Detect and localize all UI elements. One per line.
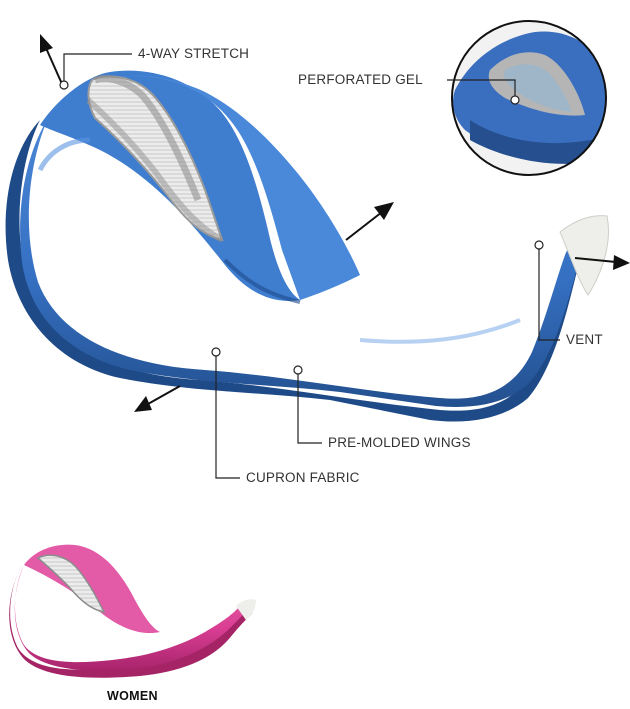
label-perforated-gel: PERFORATED GEL (298, 72, 423, 87)
callout-dot-icon (212, 348, 220, 356)
arrow-icon (346, 202, 394, 240)
chamois-pad-women (9, 545, 256, 678)
magnifier-circle-icon (451, 20, 618, 176)
callout-dot-icon (294, 366, 302, 374)
callout-dot-icon (535, 241, 543, 249)
arrow-icon (134, 386, 180, 412)
label-4-way-stretch: 4-WAY STRETCH (138, 46, 249, 61)
label-vent: VENT (566, 332, 603, 347)
callout-dot-icon (511, 96, 519, 104)
arrow-icon (40, 34, 62, 84)
label-cupron-fabric: CUPRON FABRIC (246, 470, 360, 485)
caption-women: WOMEN (107, 689, 158, 703)
label-pre-molded-wings: PRE-MOLDED WINGS (328, 435, 471, 450)
callout-leader-wings (294, 366, 322, 443)
callout-dot-icon (60, 81, 68, 89)
callout-leader-fabric (212, 348, 240, 478)
